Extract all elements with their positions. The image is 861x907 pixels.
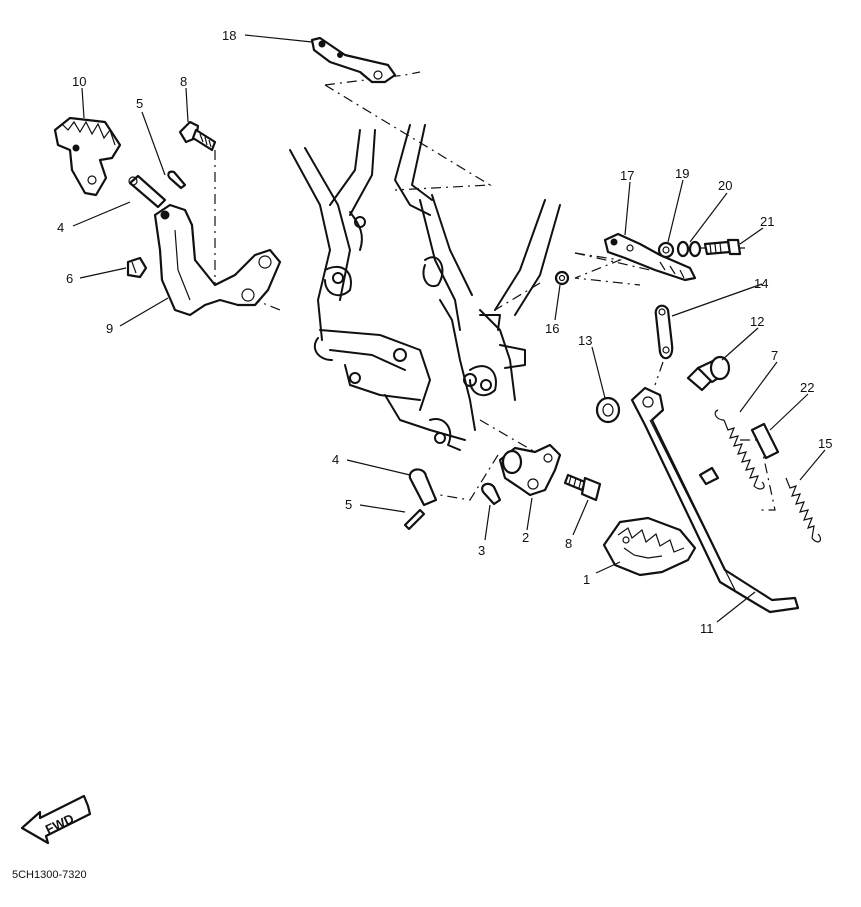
callout-16: 16 [545, 321, 559, 336]
part-18-bracket [310, 36, 397, 84]
part-1-footrest [602, 516, 697, 577]
part-19-nut [657, 241, 675, 259]
part-9-footrest-bracket [153, 203, 282, 317]
part-5-pin-top [167, 170, 187, 190]
part-5-pin-lower [403, 508, 426, 531]
part-11-sidestand [630, 386, 800, 614]
part-3-clip [481, 482, 502, 506]
part-6-nut [126, 256, 148, 279]
leader-lines [72, 34, 826, 623]
callout-14: 14 [754, 276, 768, 291]
part-16-nut [554, 270, 570, 286]
diagram-code: 5CH1300-7320 [12, 869, 87, 881]
callout-8-top: 8 [180, 74, 187, 89]
callout-10: 10 [72, 74, 86, 89]
callout-18: 18 [222, 28, 236, 43]
callout-11: 11 [700, 621, 714, 636]
part-22-rubber [750, 422, 780, 460]
callout-13: 13 [578, 333, 592, 348]
part-17-bracket [603, 232, 697, 282]
callout-7: 7 [771, 348, 778, 363]
part-13-nut [595, 396, 621, 424]
frame-outline [289, 124, 561, 451]
part-8-bolt-top [178, 120, 217, 152]
callout-6: 6 [66, 271, 73, 286]
part-10-footrest [53, 116, 122, 197]
callout-2: 2 [522, 530, 529, 545]
part-2-bracket [498, 443, 562, 497]
part-12-collar [686, 355, 731, 392]
callout-8-lower: 8 [565, 536, 572, 551]
part-7-spring [714, 409, 765, 490]
part-8-bolt-lower [563, 473, 602, 502]
callout-9: 9 [106, 321, 113, 336]
part-4-pin-top [128, 174, 167, 209]
part-14-plate [654, 304, 674, 360]
callout-5-top: 5 [136, 96, 143, 111]
assembly-lines [214, 71, 776, 511]
fwd-arrow: FWD [20, 794, 92, 845]
callout-4-lower: 4 [332, 452, 339, 467]
part-4-pin-lower [408, 468, 438, 507]
callout-15: 15 [818, 436, 832, 451]
callout-12: 12 [750, 314, 764, 329]
callout-20: 20 [718, 178, 732, 193]
callout-labels: 18 10 8 5 4 6 9 17 19 20 21 14 16 13 12 … [57, 28, 832, 636]
callout-21: 21 [760, 214, 774, 229]
callout-22: 22 [800, 380, 814, 395]
callout-19: 19 [675, 166, 689, 181]
callout-4-top: 4 [57, 220, 64, 235]
callout-17: 17 [620, 168, 634, 183]
callout-5-lower: 5 [345, 497, 352, 512]
part-15-spring [785, 477, 822, 543]
callout-1: 1 [583, 572, 590, 587]
part-21-bolt [703, 238, 742, 256]
part-20-washer [676, 240, 702, 258]
callout-3: 3 [478, 543, 485, 558]
